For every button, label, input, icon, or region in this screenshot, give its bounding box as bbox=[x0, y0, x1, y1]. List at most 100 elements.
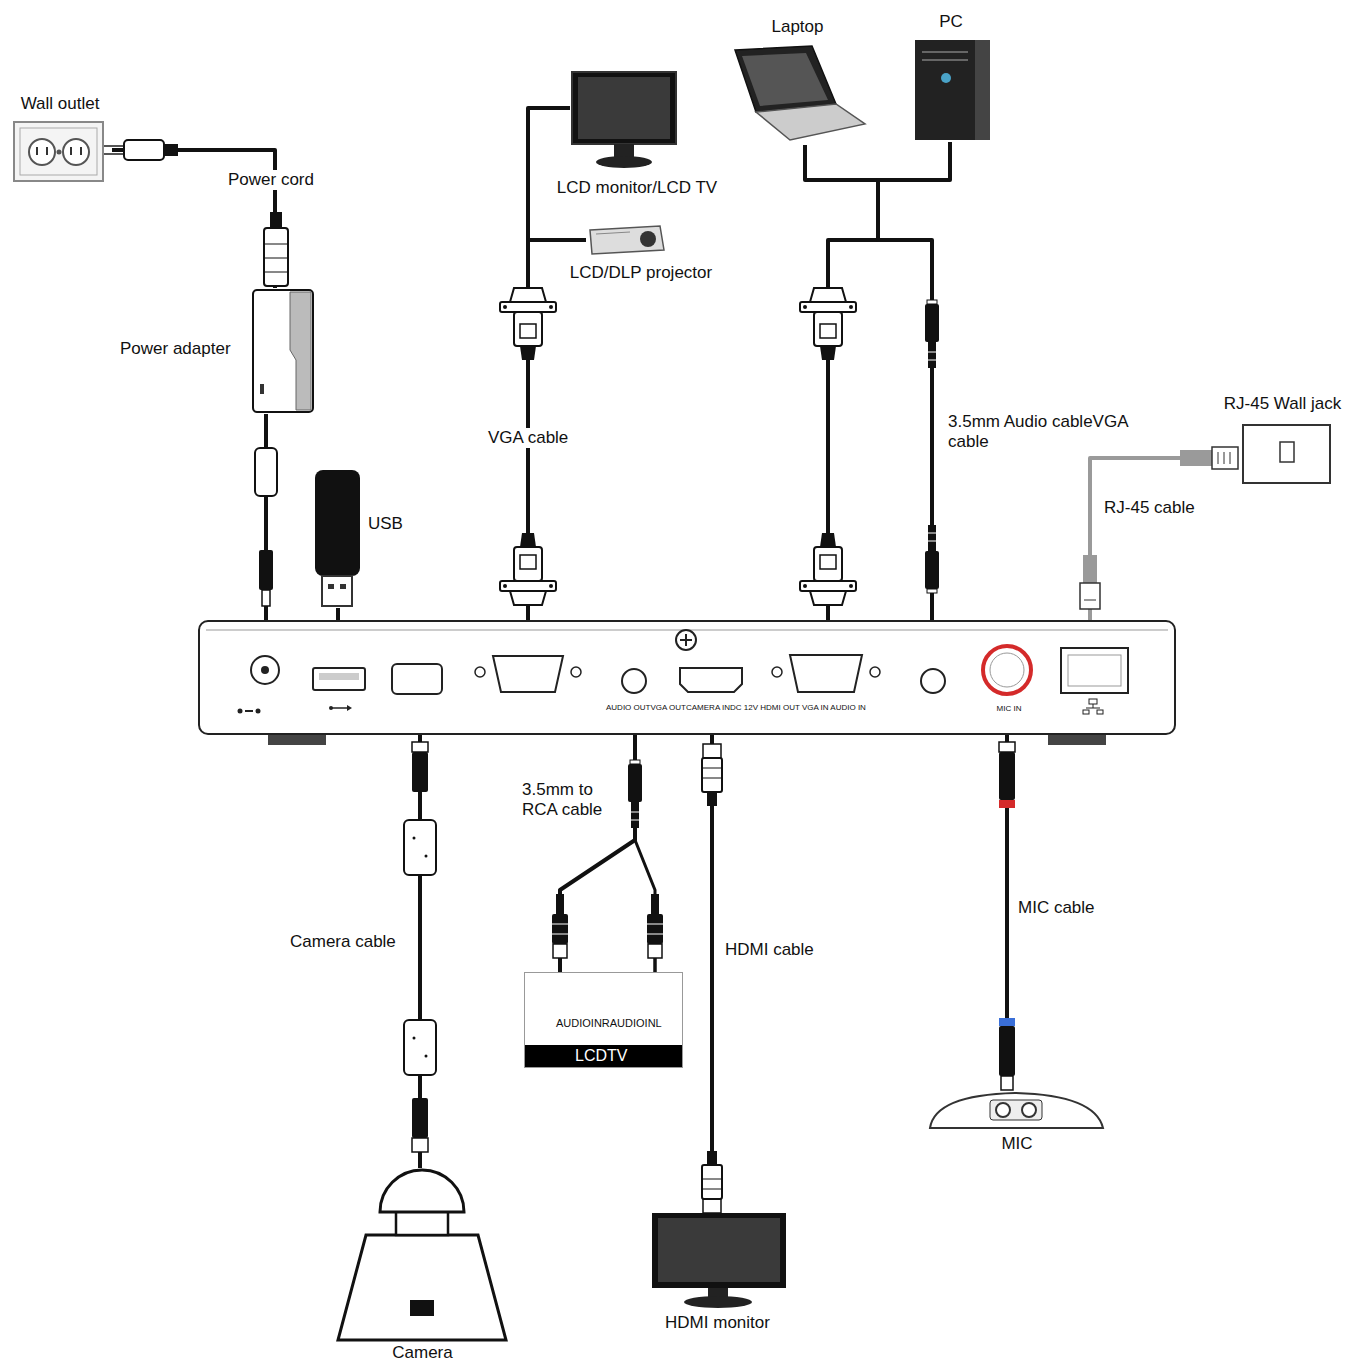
main-unit-figure bbox=[256, 709, 261, 714]
cable-connector bbox=[560, 735, 635, 972]
rj45-plug bbox=[1084, 600, 1096, 601]
usb-stick-figure bbox=[322, 576, 352, 606]
rj45-wall-jack-figure bbox=[1280, 442, 1294, 462]
wall-outlet-figure bbox=[63, 139, 89, 165]
mic-plug bbox=[999, 800, 1015, 808]
lcd-monitor-figure bbox=[572, 72, 676, 168]
adapter-plug bbox=[264, 258, 288, 259]
main-unit-figure bbox=[347, 705, 352, 711]
microphone-figure bbox=[930, 1093, 1103, 1128]
main-unit-figure bbox=[1083, 710, 1089, 714]
main-unit-figure bbox=[1089, 699, 1097, 704]
camera-plug bbox=[412, 752, 428, 792]
power-plug bbox=[104, 153, 124, 155]
projector-figure bbox=[590, 226, 664, 254]
ferrite-bead bbox=[404, 820, 436, 875]
rj45-plug bbox=[1224, 452, 1225, 464]
microphone-figure bbox=[990, 1100, 1042, 1120]
rj45-plug bbox=[1212, 447, 1238, 469]
tv-name-band: LCDTV bbox=[525, 1045, 682, 1067]
device-label-box: MIC bbox=[928, 1090, 1106, 1155]
main-unit-figure bbox=[990, 653, 1024, 687]
mic-plug bbox=[999, 742, 1015, 808]
cable-label: 3.5mm to RCA cable bbox=[520, 780, 624, 820]
usb-stick-figure bbox=[315, 470, 360, 606]
dc-plug bbox=[259, 550, 273, 590]
mic-plug bbox=[999, 1018, 1015, 1090]
microphone-figure bbox=[930, 1093, 1103, 1128]
device-label: PC bbox=[905, 12, 997, 32]
hdmi-monitor-figure bbox=[658, 1218, 780, 1282]
device-label: HDMI monitor bbox=[645, 1313, 790, 1333]
device-label-box: Wall outlet bbox=[8, 92, 112, 184]
ferrite-bead bbox=[255, 448, 277, 496]
dc-plug bbox=[259, 550, 273, 606]
main-unit-figure bbox=[493, 656, 563, 692]
main-unit-figure bbox=[268, 735, 326, 745]
lcd-monitor-figure bbox=[614, 144, 634, 158]
main-unit-figure bbox=[238, 709, 243, 714]
cable-connector bbox=[878, 142, 950, 620]
vga-plug-pair bbox=[800, 288, 856, 360]
pc-tower-figure bbox=[915, 40, 990, 140]
main-unit-figure bbox=[790, 655, 862, 692]
mic-plug bbox=[999, 752, 1015, 800]
vga-plug-pair bbox=[500, 288, 556, 360]
mic-plug bbox=[1001, 1076, 1013, 1090]
wall-outlet-figure bbox=[14, 122, 103, 181]
ferrite-bead bbox=[404, 1020, 436, 1075]
adapter-plug bbox=[264, 272, 288, 273]
pc-tower-figure bbox=[975, 40, 990, 140]
hdmi-monitor-figure bbox=[652, 1213, 786, 1288]
tv-panel-box: AUDIOINRAUDIOINLLCDTV bbox=[524, 972, 683, 1068]
hdmi-plug-pair bbox=[702, 1151, 722, 1213]
adapter-plug bbox=[264, 212, 288, 286]
hdmi-plug-pair bbox=[702, 744, 722, 806]
main-unit-figure bbox=[1097, 710, 1103, 714]
power-adapter-figure bbox=[253, 290, 313, 412]
camera-plug bbox=[412, 1098, 428, 1152]
main-unit-figure bbox=[198, 620, 1176, 735]
mic-plug bbox=[999, 742, 1015, 752]
audio-plug-pair bbox=[925, 288, 939, 605]
main-unit-figure bbox=[685, 634, 687, 646]
adapter-plug bbox=[264, 228, 288, 286]
main-unit-box: AUDIO OUTVGA OUTCAMERA INDC 12V HDMI OUT… bbox=[198, 620, 1176, 735]
lcd-monitor-figure bbox=[572, 72, 676, 144]
rj45-plug bbox=[1180, 447, 1238, 469]
rj45-plug bbox=[1218, 452, 1219, 464]
camera-plug bbox=[412, 1138, 428, 1152]
main-unit-figure bbox=[1048, 735, 1106, 745]
audio-plug bbox=[628, 748, 642, 828]
cable-label: Power cord bbox=[226, 170, 316, 190]
device-label: RJ-45 Wall jack bbox=[1213, 394, 1352, 414]
rca-plug-pair bbox=[552, 894, 663, 972]
main-unit-figure bbox=[313, 668, 365, 690]
cable-connector bbox=[336, 608, 340, 620]
device-label: Wall outlet bbox=[8, 94, 112, 114]
ferrite-bead bbox=[413, 837, 416, 840]
device-label-box: LCD/DLP projector bbox=[586, 220, 666, 282]
device-label-box: PC bbox=[905, 10, 997, 142]
device-label-box: Camera bbox=[330, 1168, 515, 1366]
cable-label: MIC cable bbox=[1016, 898, 1097, 918]
power-adapter-figure bbox=[260, 384, 264, 394]
camera-figure bbox=[380, 1170, 464, 1212]
rj45-wall-jack-figure bbox=[1243, 425, 1330, 483]
main-unit-figure bbox=[680, 668, 742, 692]
rj45-plug bbox=[1230, 452, 1231, 464]
ferrite-bead bbox=[425, 1055, 428, 1058]
main-unit-figure bbox=[392, 664, 442, 694]
main-unit-figure bbox=[1068, 655, 1121, 686]
main-unit-figure bbox=[1061, 648, 1128, 693]
ferrite-bead bbox=[255, 448, 277, 496]
power-adapter-figure bbox=[290, 292, 311, 410]
vga-plug-pair bbox=[500, 533, 556, 605]
main-unit-figure bbox=[571, 667, 581, 677]
vga-plug-pair bbox=[800, 533, 856, 605]
main-unit-figure bbox=[622, 669, 646, 693]
device-label-box: Power adapter bbox=[120, 288, 316, 414]
lcd-monitor-figure bbox=[596, 156, 652, 168]
camera-plug bbox=[412, 742, 428, 792]
device-label-box: Laptop bbox=[725, 15, 870, 145]
